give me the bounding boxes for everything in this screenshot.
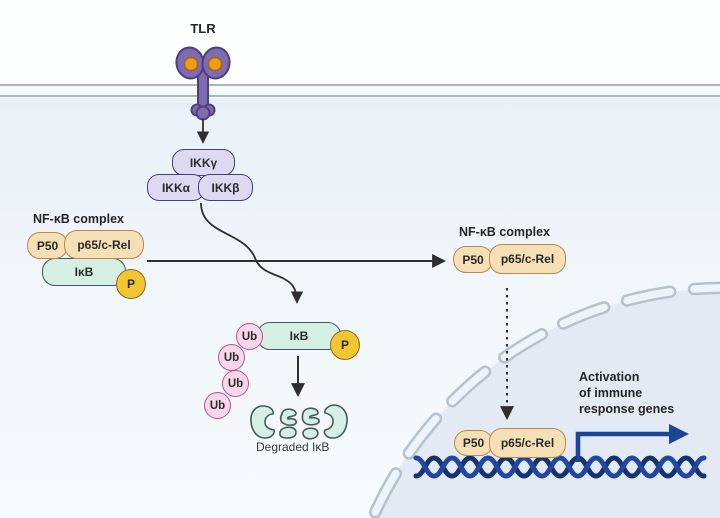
fragment-blob	[250, 405, 275, 439]
degraded-ikb-label: Degraded IκB	[256, 440, 330, 454]
ligand-ball	[207, 56, 223, 72]
ikk-alpha-pill: IKKα	[147, 174, 205, 201]
ligand-ball	[183, 56, 199, 72]
p65-crel-pill-right: p65/c-Rel	[489, 244, 566, 274]
activation-line-1: Activation	[579, 370, 640, 384]
p50-pill-right: P50	[453, 246, 493, 273]
ubiquitin-badge-4: Ub	[204, 392, 231, 419]
ubiquitin-badge-3: Ub	[222, 370, 249, 397]
dna-strand-b	[413, 455, 707, 479]
arrow-ikk-to-ikb	[200, 202, 304, 304]
activation-line-2: of immune	[579, 386, 643, 400]
phospho-badge-ikb: P	[330, 330, 360, 360]
dna-helix	[413, 455, 707, 479]
p50-pill-left: P50	[27, 232, 68, 259]
degraded-ikb-fragments	[250, 404, 348, 440]
nuclear-envelope-dashed-inner	[368, 284, 720, 518]
tlr-label: TLR	[190, 21, 216, 36]
p65-crel-pill-nuclear: p65/c-Rel	[489, 428, 566, 458]
p65-crel-pill-left: p65/c-Rel	[64, 230, 144, 259]
ikb-pill-ubiquitinated: IκB	[257, 322, 341, 350]
ikk-beta-pill: IKKβ	[198, 174, 253, 201]
fragment-blob	[279, 408, 297, 427]
ubiquitin-badge-1: Ub	[236, 323, 263, 350]
ikk-gamma-pill: IKKγ	[172, 149, 235, 176]
activation-label: Activation of immune response genes	[579, 369, 674, 417]
p50-pill-nuclear: P50	[454, 430, 493, 456]
nfkb-complex-label-right: NF-κB complex	[459, 225, 551, 239]
activation-line-3: response genes	[579, 402, 675, 416]
fragment-blob	[301, 407, 320, 426]
nfkb-complex-label-left: NF-κB complex	[33, 212, 125, 226]
phospho-badge-left: P	[116, 269, 146, 299]
fragment-blob	[323, 404, 348, 439]
cell-membrane	[0, 84, 720, 97]
tlr-intracellular-bump	[195, 105, 211, 121]
ubiquitin-badge-2: Ub	[218, 344, 245, 371]
fragment-blob	[302, 427, 319, 440]
tlr-receptor-icon	[175, 46, 231, 121]
transcription-arrow	[575, 423, 690, 462]
dna-strand-a	[413, 455, 707, 479]
ikb-pill-left: IκB	[42, 258, 126, 286]
fragment-blob	[279, 426, 297, 439]
